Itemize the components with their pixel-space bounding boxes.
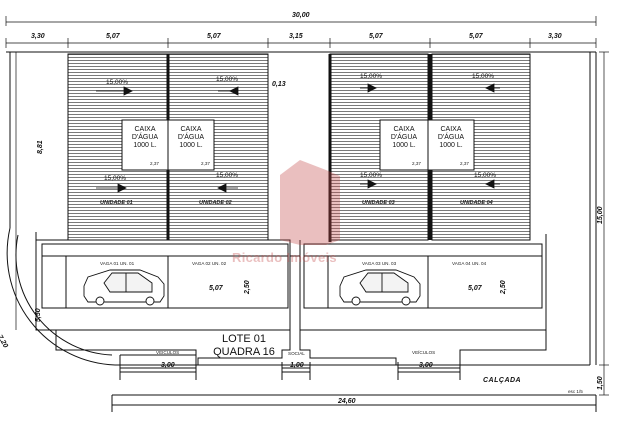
water-tank-4: CAIXA D'ÁGUA 1000 L. — [430, 126, 472, 150]
tank-box-2 — [167, 119, 215, 171]
dim-gate-mid: 1,00 — [290, 362, 304, 369]
slope-arrows — [96, 83, 500, 193]
tank-tag-1: 2,37 — [150, 161, 159, 166]
slope-label-2: 15,00% — [216, 76, 239, 83]
dim-seg-u3: 5,07 — [369, 33, 383, 40]
slope-label-3: 15,00% — [104, 175, 127, 182]
dim-garage-depth-left: 2,50 — [244, 280, 251, 294]
slope-label-5: 15,00% — [360, 73, 383, 80]
entrance-vehicles-right: VEÍCULOS — [412, 350, 436, 355]
water-tank-3: CAIXA D'ÁGUA 1000 L. — [383, 126, 425, 150]
garage-area — [35, 232, 547, 331]
tank-tag-3: 2,37 — [412, 161, 421, 166]
dim-gate-right: 3,00 — [419, 362, 433, 369]
dim-garage-width-left: 5,07 — [209, 285, 223, 292]
watermark-building-icon — [280, 160, 340, 245]
water-tank-2-line3: 1000 L. — [179, 142, 203, 150]
scale-note: esc 1/5 — [568, 389, 583, 394]
dim-garage-depth-right: 2,50 — [500, 280, 507, 294]
block-number: QUADRA 16 — [213, 345, 275, 358]
water-tank-1: CAIXA D'ÁGUA 1000 L. — [124, 126, 166, 150]
dim-garage-width-right: 5,07 — [468, 285, 482, 292]
water-tank-3-line3: 1000 L. — [392, 142, 416, 150]
garage-left — [41, 243, 289, 309]
roof-unit-04 — [431, 53, 531, 241]
dim-gate-left: 3,00 — [161, 362, 175, 369]
lot-outline — [6, 51, 597, 412]
top-dimension-lines — [5, 16, 597, 48]
dim-seg-left: 3,30 — [31, 33, 45, 40]
water-tank-2-line1: CAIXA — [180, 126, 202, 133]
parking-label-3: VAGA 03 UN. 03 — [362, 261, 397, 266]
lot-label-frame — [55, 330, 547, 380]
slope-label-1: 15,00% — [106, 79, 129, 86]
slope-label-8: 15,00% — [474, 172, 497, 179]
tank-box-3 — [379, 119, 429, 171]
unit-label-2: UNIDADE 02 — [199, 200, 232, 206]
dim-seg-right: 3,30 — [548, 33, 562, 40]
water-tank-1-line3: 1000 L. — [133, 142, 157, 150]
unit-label-1: UNIDADE 01 — [100, 200, 133, 206]
dim-seg-u2: 5,07 — [207, 33, 221, 40]
tank-tag-4: 2,37 — [460, 161, 469, 166]
entrance-vehicles-left: VEÍCULOS — [156, 350, 180, 355]
entrance-social: SOCIAL — [288, 351, 305, 356]
water-tank-4-line3: 1000 L. — [439, 142, 463, 150]
dim-seg-u1: 5,07 — [106, 33, 120, 40]
dim-total-width: 30,00 — [292, 12, 310, 19]
tank-tag-2: 2,37 — [201, 161, 210, 166]
dim-depth-left-bottom: 5,50 — [35, 308, 42, 322]
tank-box-1 — [121, 119, 169, 171]
water-tank-3-line2: D'ÁGUA — [390, 134, 418, 142]
lot-number: LOTE 01 — [221, 333, 267, 345]
parking-label-2: VAGA 02 UN. 02 — [192, 261, 227, 266]
slope-label-4: 15,00% — [216, 172, 239, 179]
dim-small-013: 0,13 — [272, 81, 286, 88]
right-dimension-lines — [599, 51, 609, 396]
slope-label-6: 15,00% — [472, 73, 495, 80]
water-tank-boxes — [121, 119, 475, 171]
water-tank-1-line2: D'ÁGUA — [131, 134, 159, 142]
water-tank-2: CAIXA D'ÁGUA 1000 L. — [170, 126, 212, 150]
parking-label-4: VAGA 04 UN. 04 — [452, 261, 487, 266]
dim-depth-right: 15,00 — [597, 206, 604, 224]
sidewalk-label: CALÇADA — [483, 377, 522, 384]
dim-seg-mid: 3,15 — [289, 33, 303, 40]
unit-label-3: UNIDADE 03 — [362, 200, 395, 206]
car-right — [339, 269, 421, 306]
garage-right — [303, 243, 543, 309]
parking-label-1: VAGA 01 UN. 01 — [100, 261, 135, 266]
car-left — [83, 269, 165, 306]
water-tank-4-line2: D'ÁGUA — [437, 134, 465, 142]
water-tank-3-line1: CAIXA — [393, 126, 415, 133]
water-tank-4-line1: CAIXA — [440, 126, 462, 133]
watermark-text: Ricardo Imóveis — [232, 250, 337, 265]
dim-front-width: 24,60 — [338, 398, 356, 405]
unit-label-4: UNIDADE 04 — [460, 200, 493, 206]
lot-label: LOTE 01 QUADRA 16 — [206, 333, 282, 358]
tank-box-4 — [427, 119, 475, 171]
slope-label-7: 15,00% — [360, 172, 383, 179]
water-tank-2-line2: D'ÁGUA — [177, 134, 205, 142]
dim-depth-left-top: 8,81 — [37, 140, 44, 154]
dim-sidewalk-depth: 1,50 — [597, 376, 604, 390]
water-tank-1-line1: CAIXA — [134, 126, 156, 133]
dim-seg-u4: 5,07 — [469, 33, 483, 40]
